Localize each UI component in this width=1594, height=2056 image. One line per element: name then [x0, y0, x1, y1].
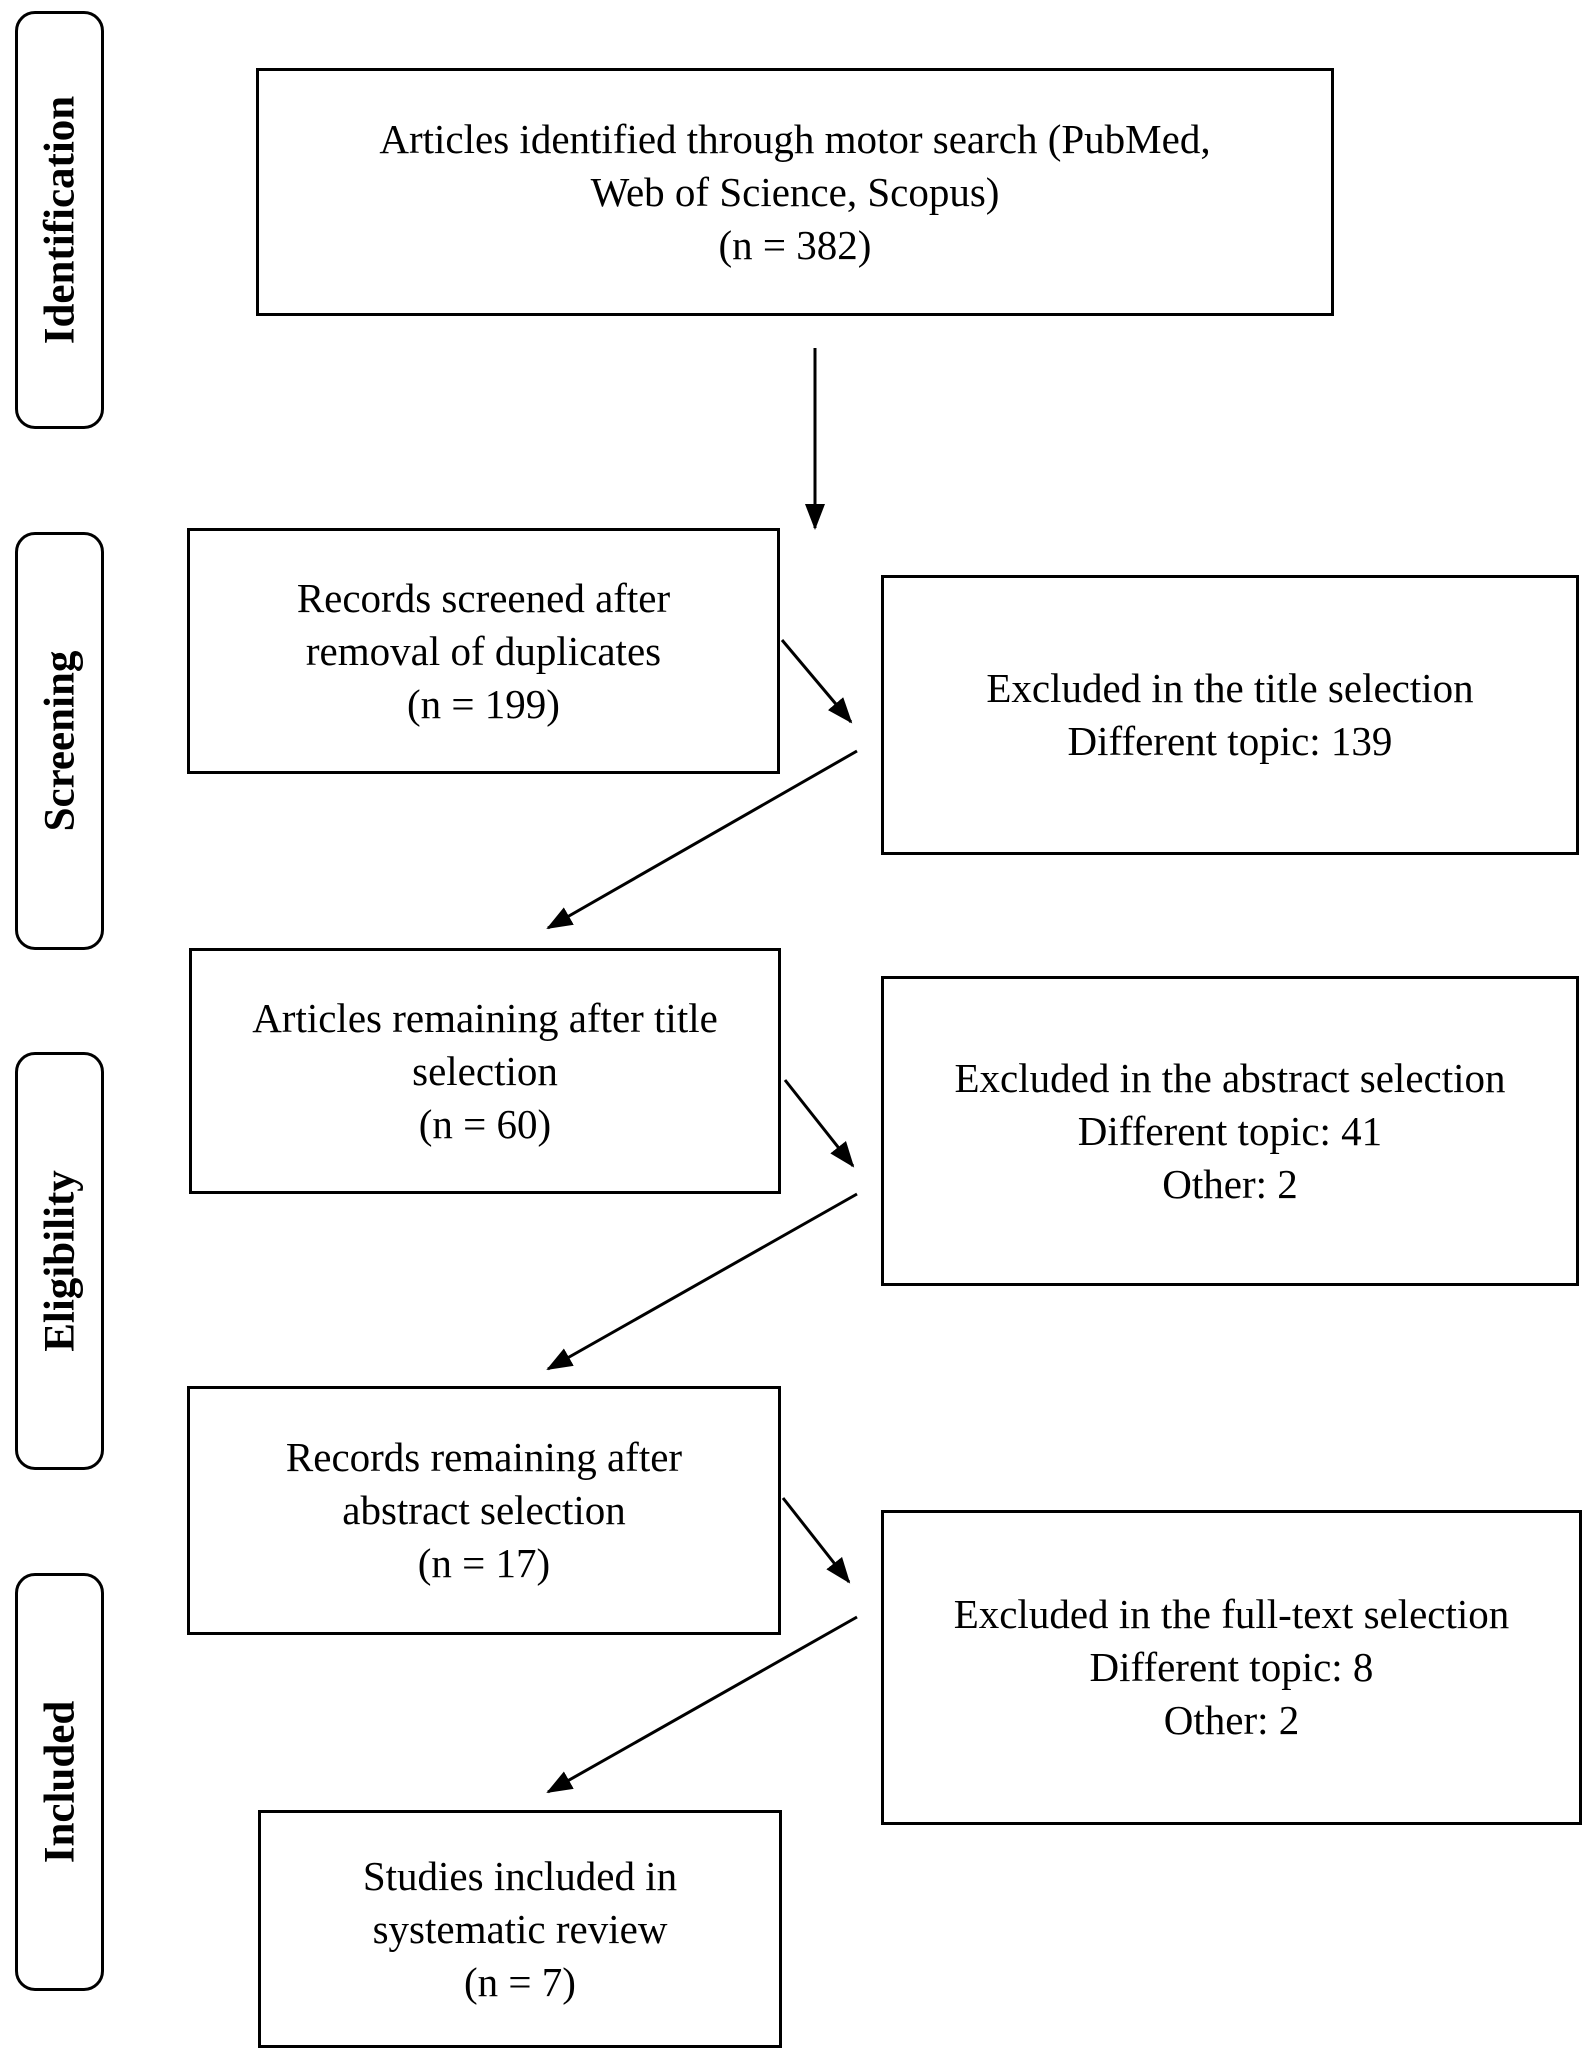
box-records-screened-line-2: removal of duplicates — [305, 627, 662, 674]
box-after-title-line-2: selection — [412, 1047, 558, 1094]
box-articles-identified-line-3: (n = 382) — [718, 221, 872, 268]
box-records-screened: Records screened after removal of duplic… — [187, 528, 780, 774]
box-excluded-abstract-line-2: Different topic: 41 — [1077, 1107, 1383, 1154]
arrow-excluded-title-to-after-title — [546, 749, 858, 930]
box-excluded-fulltext: Excluded in the full-text selection Diff… — [881, 1510, 1582, 1825]
arrow-excluded-abstract-to-after-abstract — [546, 1192, 858, 1371]
box-excluded-abstract-line-1: Excluded in the abstract selection — [954, 1054, 1506, 1101]
stage-label-included: Included — [15, 1573, 104, 1991]
box-articles-identified-line-2: Web of Science, Scopus) — [590, 168, 1000, 215]
box-after-title-line-3: (n = 60) — [418, 1100, 552, 1147]
box-articles-identified-line-1: Articles identified through motor search… — [379, 115, 1211, 162]
box-excluded-fulltext-line-2: Different topic: 8 — [1089, 1644, 1374, 1690]
box-after-abstract-line-1: Records remaining after — [285, 1434, 683, 1480]
box-records-screened-line-3: (n = 199) — [407, 680, 560, 727]
box-after-title-line-1: Articles remaining after title — [252, 994, 718, 1041]
box-excluded-abstract-line-3: Other: 2 — [1162, 1160, 1298, 1207]
box-excluded-abstract: Excluded in the abstract selection Diffe… — [881, 976, 1579, 1286]
box-excluded-title: Excluded in the title selection Differen… — [881, 575, 1579, 855]
box-excluded-title-line-2: Different topic: 139 — [1067, 718, 1393, 764]
box-studies-included-line-2: systematic review — [372, 1905, 668, 1952]
box-excluded-fulltext-line-1: Excluded in the full-text selection — [953, 1591, 1510, 1637]
stage-label-identification: Identification — [15, 11, 104, 429]
box-after-title: Articles remaining after title selection… — [189, 948, 781, 1194]
arrow-after-abstract-to-excluded-fulltext — [781, 1497, 851, 1584]
box-studies-included-line-3: (n = 7) — [464, 1958, 576, 2005]
box-studies-included: Studies included in systematic review (n… — [258, 1810, 782, 2048]
arrow-after-title-to-excluded-abstract — [783, 1079, 855, 1168]
box-after-abstract-line-3: (n = 17) — [417, 1540, 551, 1586]
arrow-excluded-fulltext-to-included — [546, 1615, 858, 1794]
stage-label-eligibility: Eligibility — [15, 1052, 104, 1470]
box-excluded-fulltext-line-3: Other: 2 — [1163, 1697, 1300, 1743]
box-records-screened-line-1: Records screened after — [296, 574, 671, 621]
arrow-screened-to-excluded-title — [780, 639, 853, 724]
box-articles-identified: Articles identified through motor search… — [256, 68, 1334, 316]
box-studies-included-line-1: Studies included in — [362, 1852, 678, 1899]
stage-label-screening: Screening — [15, 532, 104, 950]
box-excluded-title-line-1: Excluded in the title selection — [986, 665, 1474, 711]
box-after-abstract: Records remaining after abstract selecti… — [187, 1386, 781, 1635]
box-after-abstract-line-2: abstract selection — [342, 1487, 626, 1533]
